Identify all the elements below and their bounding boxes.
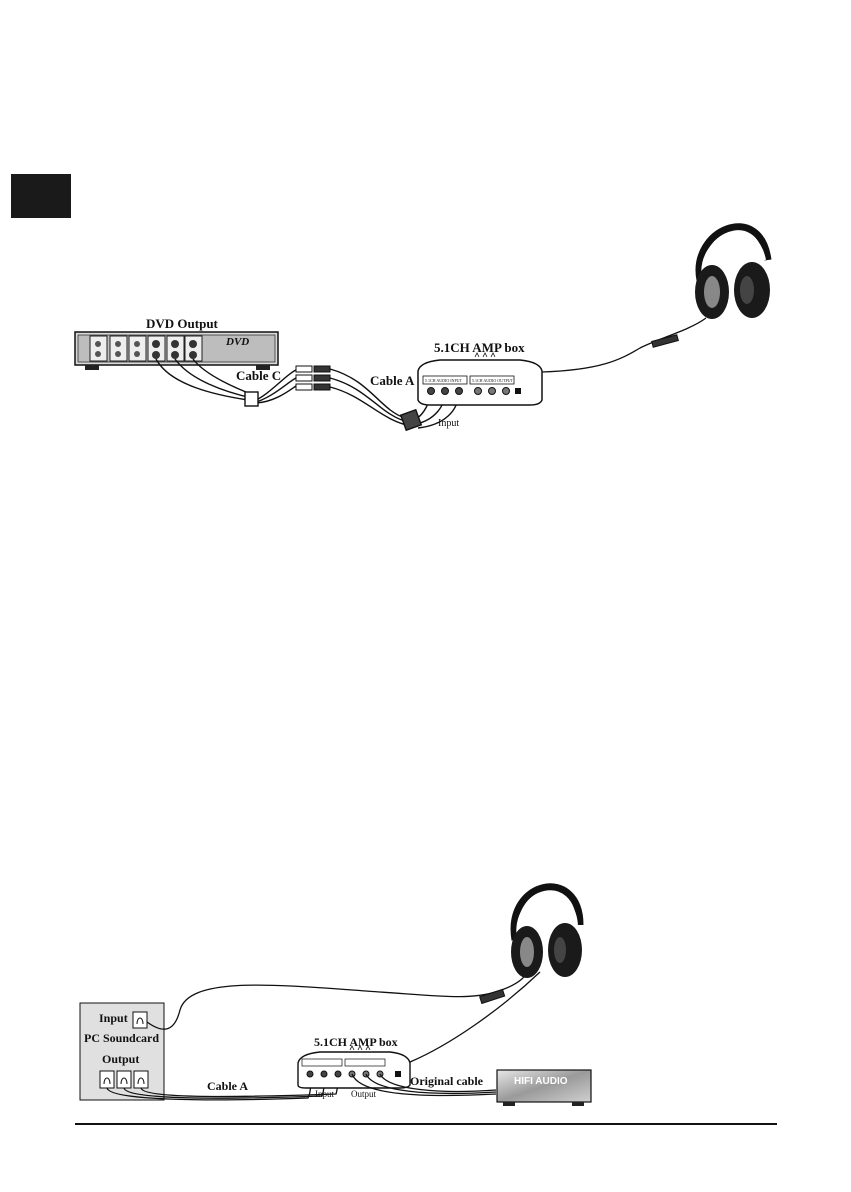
amp-box-2 bbox=[298, 1046, 410, 1088]
pc-input-label: Input bbox=[99, 1011, 128, 1025]
output-label-2: Output bbox=[351, 1089, 377, 1099]
pc-soundcard-label: PC Soundcard bbox=[84, 1031, 159, 1045]
cable-c-label: Cable C bbox=[236, 368, 281, 383]
original-cable-label: Original cable bbox=[410, 1074, 484, 1088]
hifi-audio-label: HIFI AUDIO bbox=[514, 1076, 568, 1087]
cable-inline-control bbox=[652, 335, 679, 348]
amp-headphone-cable bbox=[410, 972, 540, 1062]
footer-rule bbox=[75, 1123, 777, 1125]
headphone-cable bbox=[542, 318, 706, 372]
cable-a-label-2: Cable A bbox=[207, 1079, 248, 1093]
diagram-pc-connection: Input PC Soundcard Output Cable A 5.1C bbox=[80, 887, 591, 1106]
headphones-icon bbox=[695, 227, 770, 319]
pc-output-label: Output bbox=[102, 1052, 139, 1066]
input-label-2: Input bbox=[315, 1089, 334, 1099]
amp-panel-input-label: 5.1CH AUDIO INPUT bbox=[425, 378, 463, 383]
dvd-output-label: DVD Output bbox=[146, 316, 219, 331]
amp-panel-output-label: 5.1CH AUDIO OUTPUT bbox=[472, 378, 514, 383]
cable-a-label: Cable A bbox=[370, 373, 415, 388]
headphones-icon-2 bbox=[511, 887, 582, 978]
input-label: Input bbox=[438, 418, 459, 429]
amp-box-label: 5.1CH AMP box bbox=[434, 340, 525, 355]
dvd-logo: DVD bbox=[225, 336, 249, 348]
cable-inline-control-2 bbox=[480, 989, 505, 1003]
amp-box-label-2: 5.1CH AMP box bbox=[314, 1035, 398, 1049]
pc-input-cable bbox=[147, 960, 536, 1029]
rca-connectors bbox=[296, 366, 330, 390]
diagram-dvd-connection: DVD DVD Output Cable C bbox=[75, 227, 770, 431]
